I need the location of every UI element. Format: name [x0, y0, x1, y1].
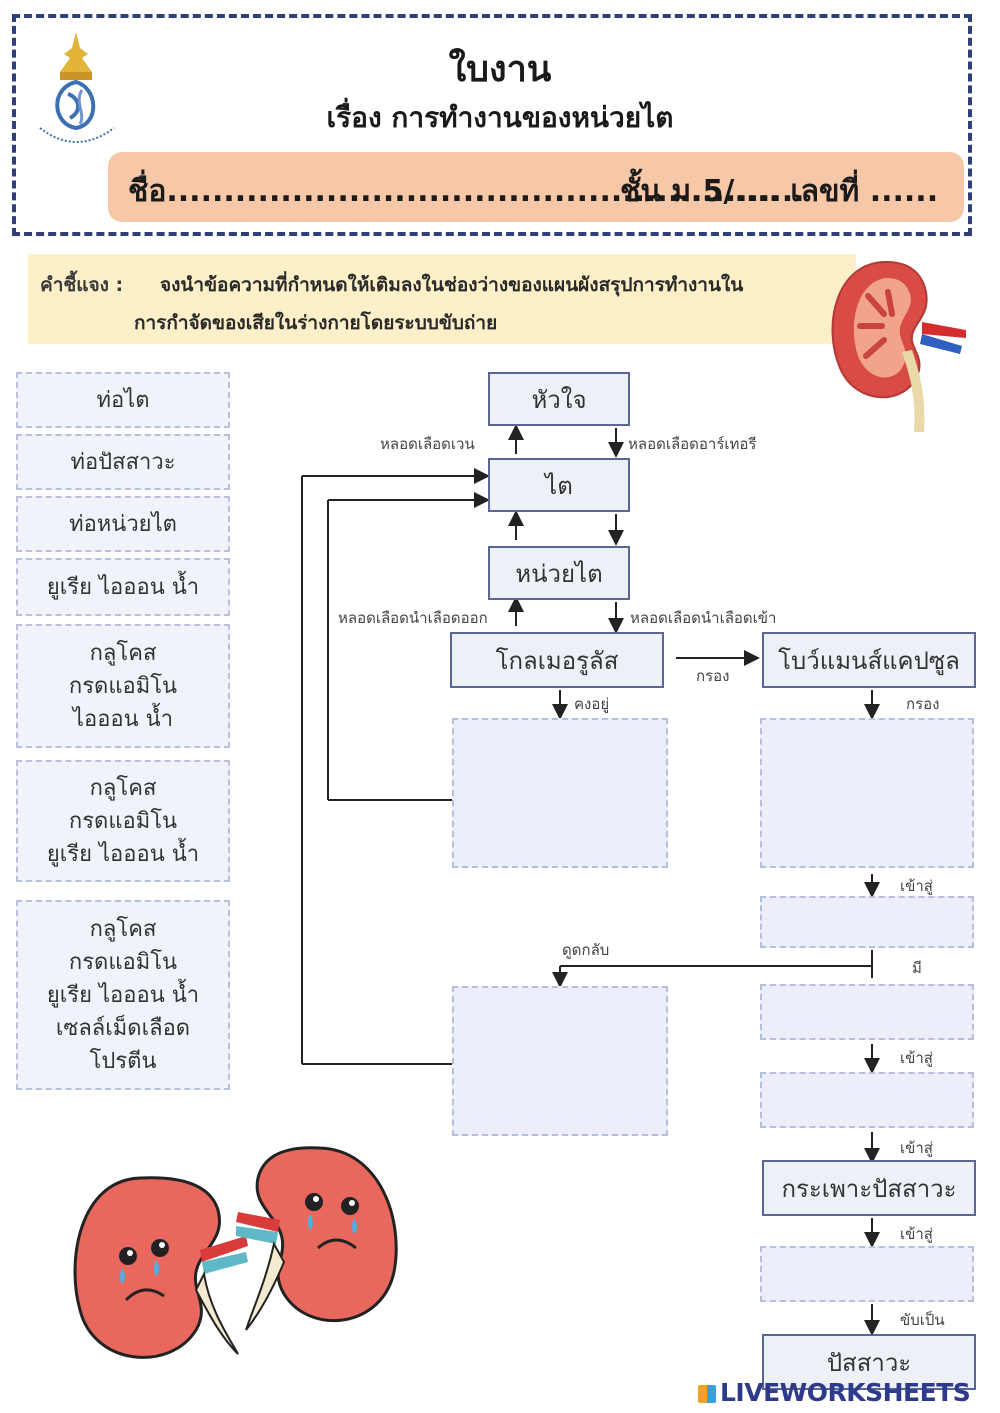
instruction-line-1: จงนำข้อความที่กำหนดให้เติมลงในช่องว่างขอ…	[160, 274, 744, 296]
label-excrete: ขับเป็น	[900, 1311, 945, 1329]
label-filter: กรอง	[696, 667, 730, 685]
choice-card[interactable]: กลูโคส กรดแอมิโน ยูเรีย ไอออน น้ำ	[16, 760, 230, 882]
answer-blank-waste[interactable]	[760, 984, 974, 1040]
label-artery: หลอดเลือดอาร์เทอรี	[628, 435, 757, 453]
answer-blank-tubule[interactable]	[760, 896, 974, 948]
label-into-4: เข้าสู่	[900, 1225, 933, 1243]
flow-box-glomerulus: โกลเมอรูลัส	[450, 632, 664, 688]
instruction-box	[28, 254, 856, 344]
liveworksheets-brand: LIVEWORKSHEETS	[720, 1378, 971, 1407]
label-remain: คงอยู่	[574, 695, 610, 713]
choice-card[interactable]: กลูโคส กรดแอมิโน ยูเรีย ไอออน น้ำ เซลล์เ…	[16, 900, 230, 1090]
label-into-1: เข้าสู่	[900, 877, 933, 895]
flow-box-urine: ปัสสาวะ	[762, 1334, 976, 1390]
worksheet-subtitle: เรื่อง การทำงานของหน่วยไต	[326, 101, 674, 134]
label-vein: หลอดเลือดเวน	[380, 435, 475, 453]
answer-blank-reabsorbed[interactable]	[452, 986, 668, 1136]
answer-blank-bowman-filtrate[interactable]	[760, 718, 974, 868]
liveworksheets-logo: LIVEWORKSHEETS	[698, 1378, 971, 1407]
choice-card[interactable]: ท่อไต	[16, 372, 230, 428]
sad-kidneys-illustration	[73, 1146, 398, 1359]
label-afferent: หลอดเลือดนำเลือดเข้า	[630, 609, 777, 627]
label-into-3: เข้าสู่	[900, 1139, 933, 1157]
label-into-2: เข้าสู่	[900, 1049, 933, 1067]
choice-card[interactable]: กลูโคส กรดแอมิโน ไอออน น้ำ	[16, 624, 230, 748]
class-number-field: ชั้น ม.5/.... เลขที่ ......	[620, 174, 939, 209]
flow-box-bowman-capsule: โบว์แมนส์แคปซูล	[762, 632, 976, 688]
answer-blank-ureter[interactable]	[760, 1072, 974, 1128]
liveworksheets-icon	[698, 1385, 716, 1403]
choice-card[interactable]: ท่อหน่วยไต	[16, 496, 230, 552]
worksheet-title: ใบงาน	[448, 49, 552, 90]
student-name-field: ชื่อ....................................…	[128, 174, 805, 209]
header-frame	[12, 14, 972, 236]
kidney-anatomy-illustration	[831, 260, 966, 432]
flow-box-nephron: หน่วยไต	[488, 546, 630, 600]
label-efferent: หลอดเลือดนำเลือดออก	[338, 609, 488, 627]
instruction-line-2: การกำจัดของเสียในร่างกายโดยระบบขับถ่าย	[134, 312, 498, 334]
choice-card[interactable]: ท่อปัสสาวะ	[16, 434, 230, 490]
flow-box-heart: หัวใจ	[488, 372, 630, 426]
school-emblem-logo	[39, 32, 115, 143]
label-reabsorb: ดูดกลับ	[562, 941, 610, 959]
label-have: มี	[912, 959, 922, 977]
label-filter-2: กรอง	[906, 695, 940, 713]
student-info-bar	[108, 152, 964, 222]
answer-blank-urethra[interactable]	[760, 1246, 974, 1302]
flow-box-kidney: ไต	[488, 458, 630, 512]
answer-blank-glomerulus-remain[interactable]	[452, 718, 668, 868]
choice-card[interactable]: ยูเรีย ไอออน น้ำ	[16, 558, 230, 616]
flow-box-bladder: กระเพาะปัสสาวะ	[762, 1160, 976, 1216]
instruction-label: คำชี้แจง :	[40, 274, 124, 296]
